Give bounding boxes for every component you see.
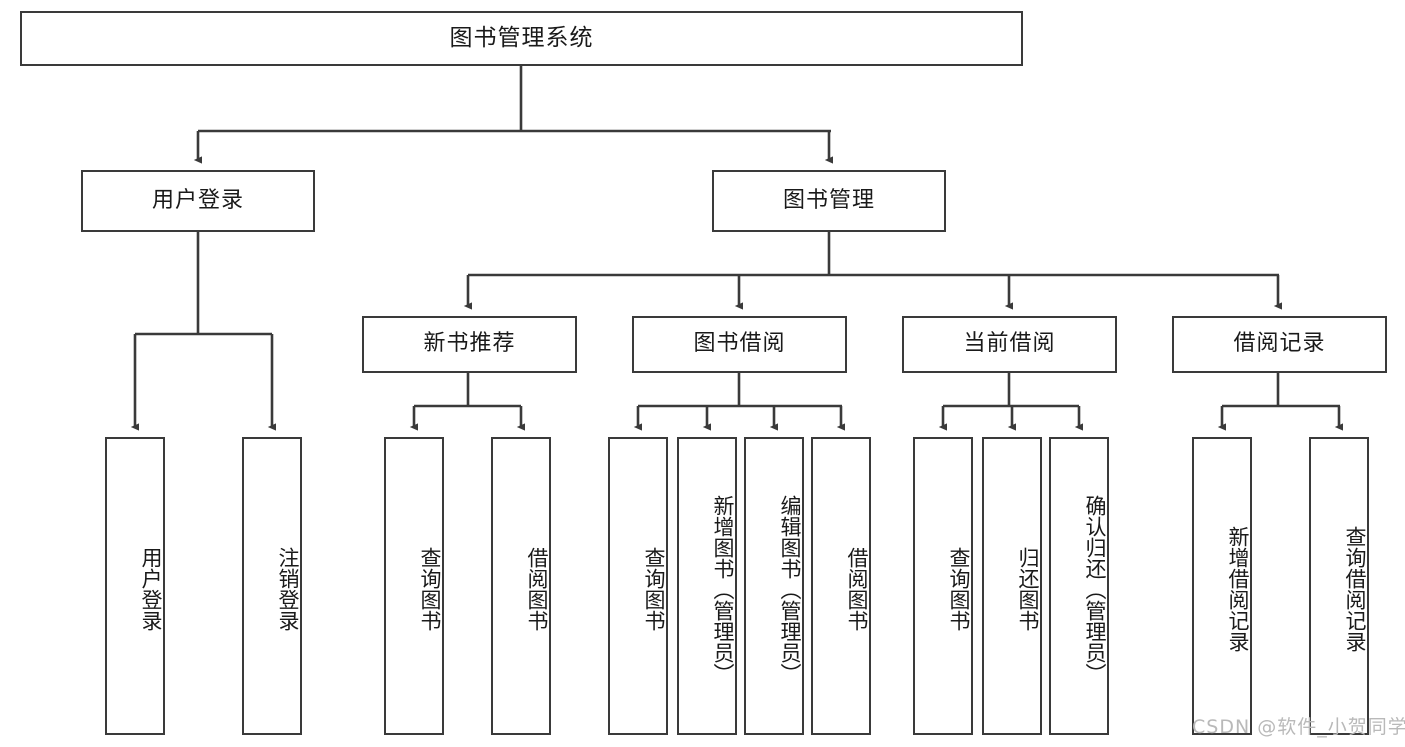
node-current-borrow[interactable]: 当前借阅 <box>902 316 1117 373</box>
node-label: 图书管理 <box>782 187 875 213</box>
node-label: 图书管理系统 <box>449 24 594 51</box>
node-label: 查询图书 <box>418 547 442 631</box>
node-label: 新书推荐 <box>423 331 516 357</box>
leaf-recommend-query-book[interactable]: 查询图书 <box>384 437 444 735</box>
leaf-current-query-book[interactable]: 查询图书 <box>913 437 973 735</box>
node-label: 借阅记录 <box>1233 331 1326 357</box>
node-label: 借阅图书 <box>845 547 869 631</box>
node-label: 新增借阅记录 <box>1226 526 1250 652</box>
node-book-management[interactable]: 图书管理 <box>712 170 946 232</box>
node-label: 新增图书（管理员） <box>711 494 735 684</box>
node-label: 查询图书 <box>947 547 971 631</box>
leaf-current-confirm-return[interactable]: 确认归还（管理员） <box>1049 437 1109 735</box>
leaf-borrow-query-book[interactable]: 查询图书 <box>608 437 668 735</box>
node-book-borrow[interactable]: 图书借阅 <box>632 316 847 373</box>
node-label: 确认归还（管理员） <box>1083 494 1107 684</box>
node-label: 当前借阅 <box>963 331 1056 357</box>
node-label: 编辑图书（管理员） <box>778 494 802 684</box>
leaf-borrow-edit-book[interactable]: 编辑图书（管理员） <box>744 437 804 735</box>
node-label: 用户登录 <box>151 187 244 213</box>
leaf-user-login-login[interactable]: 用户登录 <box>105 437 165 735</box>
leaf-recommend-borrow-book[interactable]: 借阅图书 <box>491 437 551 735</box>
node-label: 图书借阅 <box>693 331 786 357</box>
node-new-book-recommend[interactable]: 新书推荐 <box>362 316 577 373</box>
watermark-text: CSDN @软件_小贺同学 <box>1192 716 1405 738</box>
node-root-system[interactable]: 图书管理系统 <box>20 11 1023 66</box>
leaf-record-query-record[interactable]: 查询借阅记录 <box>1309 437 1369 735</box>
leaf-borrow-add-book[interactable]: 新增图书（管理员） <box>677 437 737 735</box>
leaf-borrow-borrow-book[interactable]: 借阅图书 <box>811 437 871 735</box>
node-label: 查询借阅记录 <box>1343 526 1367 652</box>
node-borrow-record[interactable]: 借阅记录 <box>1172 316 1387 373</box>
leaf-record-add-record[interactable]: 新增借阅记录 <box>1192 437 1252 735</box>
leaf-current-return-book[interactable]: 归还图书 <box>982 437 1042 735</box>
node-user-login[interactable]: 用户登录 <box>81 170 315 232</box>
node-label: 用户登录 <box>139 547 163 631</box>
leaf-user-login-logout[interactable]: 注销登录 <box>242 437 302 735</box>
node-label: 借阅图书 <box>525 547 549 631</box>
node-label: 查询图书 <box>642 547 666 631</box>
node-label: 注销登录 <box>276 547 300 631</box>
node-label: 归还图书 <box>1016 547 1040 631</box>
